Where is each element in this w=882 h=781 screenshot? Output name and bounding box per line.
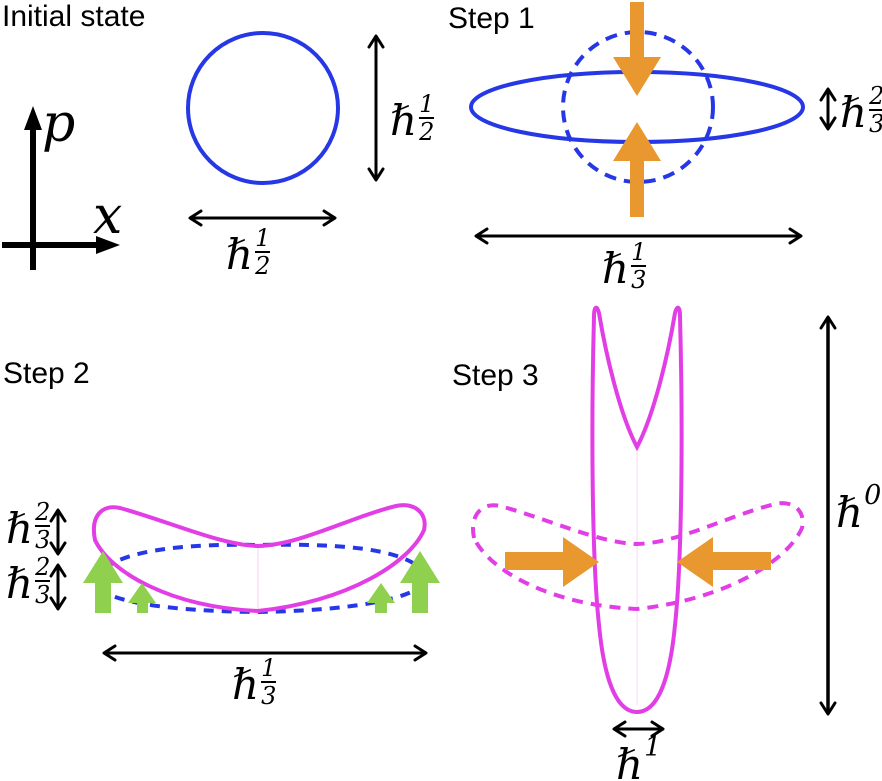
step1-height-label: ℏ 23 <box>840 84 882 136</box>
fraction-exponent: 23 <box>869 84 882 136</box>
exponent: 1 <box>644 732 662 763</box>
previous-banana-dashed <box>471 501 805 612</box>
hbar-glyph: ℏ <box>6 504 34 553</box>
previous-ellipse-dashed <box>92 542 431 615</box>
hbar-glyph: ℏ <box>616 740 644 781</box>
step3-panel <box>471 305 837 738</box>
hbar-glyph: ℏ <box>6 559 34 608</box>
hbar-glyph: ℏ <box>226 230 254 279</box>
shear-arrow-up-right-large-icon <box>400 551 440 613</box>
banana-state-curve <box>91 503 427 614</box>
panel-title-step3: Step 3 <box>452 359 539 392</box>
shear-arrow-up-right-small-icon <box>367 583 395 613</box>
x-axis-arrowhead-icon <box>96 236 120 254</box>
hbar-glyph: ℏ <box>390 96 418 145</box>
p-axis-arrowhead-icon <box>24 106 42 130</box>
p-axis-label: p <box>42 94 76 154</box>
hbar-glyph: ℏ <box>602 244 630 293</box>
exponent: 0 <box>864 480 882 511</box>
previous-state-dashed-circle <box>561 30 715 184</box>
step3-width-label: ℏ 1 <box>616 734 661 781</box>
squeeze-arrow-right-icon <box>505 537 599 587</box>
panel-title-step2: Step 2 <box>3 357 90 390</box>
step3-height-label: ℏ 0 <box>836 482 881 534</box>
panel-title-step1: Step 1 <box>448 2 535 35</box>
final-squeezed-state-curve <box>590 305 684 715</box>
panel-title-initial: Initial state <box>2 0 146 33</box>
squeeze-arrow-up-icon <box>613 122 661 217</box>
x-axis-label: x <box>93 186 123 246</box>
shear-arrow-up-left-large-icon <box>83 551 123 613</box>
step2-panel <box>49 503 440 662</box>
step1-panel <box>469 2 837 245</box>
squeeze-arrow-down-icon <box>613 2 661 96</box>
squeeze-arrow-left-icon <box>677 537 771 587</box>
shear-arrow-up-left-small-icon <box>128 583 156 613</box>
hbar-glyph: ℏ <box>840 88 868 137</box>
initial-state-panel <box>2 31 385 270</box>
hbar-glyph: ℏ <box>232 660 260 709</box>
coherent-state-circle <box>186 31 340 185</box>
hbar-glyph: ℏ <box>836 488 864 537</box>
